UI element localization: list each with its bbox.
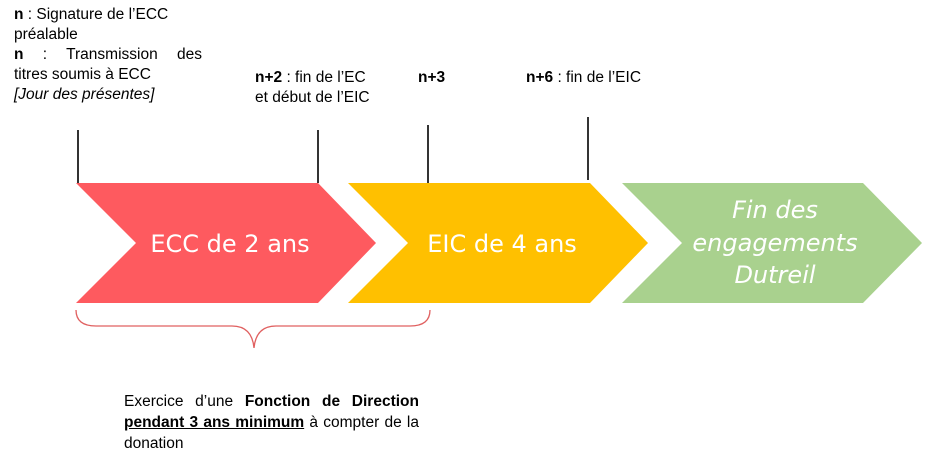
n2-text1: : fin de l’EC xyxy=(282,69,366,86)
ecc-label: ECC de 2 ans xyxy=(150,230,309,258)
n2-bold: n+2 xyxy=(255,69,283,86)
label-n-plus-3: n+3 xyxy=(418,68,445,88)
n3-bold: n+3 xyxy=(418,69,446,86)
n-signature-text: : Signature de l’ECC xyxy=(23,6,169,23)
n2-text2: et début de l’EIC xyxy=(255,89,370,106)
fin-label-line1: Fin des xyxy=(732,196,818,224)
brace-text-underline: pendant 3 ans minimum xyxy=(124,414,305,431)
n-jour-text: [Jour des présentes] xyxy=(14,86,155,103)
brace-text-plain1: Exercice d’une xyxy=(124,393,245,410)
eic-chevron xyxy=(348,183,648,303)
eic-label: EIC de 4 ans xyxy=(427,230,577,258)
fin-label-line2: engagements xyxy=(692,229,857,257)
n-transmission-text: : Transmission des xyxy=(23,46,202,63)
label-n-start: n : Signature de l’ECC préalable n : Tra… xyxy=(14,5,202,105)
n-bold-1: n xyxy=(14,6,24,23)
fin-chevron xyxy=(622,183,922,303)
n-prealable-text: préalable xyxy=(14,26,78,43)
n6-text: : fin de l’EIC xyxy=(553,69,642,86)
n6-bold: n+6 xyxy=(526,69,554,86)
n-bold-2: n xyxy=(14,46,24,63)
label-n-plus-2: n+2 : fin de l’EC et début de l’EIC xyxy=(255,68,415,108)
brace-text-bold: Fonction de Direction xyxy=(244,393,419,410)
ecc-chevron xyxy=(76,183,376,303)
label-n-plus-6: n+6 : fin de l’EIC xyxy=(526,68,706,88)
duration-brace xyxy=(75,309,431,349)
n-titres-text: titres soumis à ECC xyxy=(14,66,151,83)
brace-caption: Exercice d’une Fonction de Direction pen… xyxy=(124,391,419,454)
fin-label-line3: Dutreil xyxy=(734,261,815,289)
brace-text-plain3: à compter de la donation xyxy=(124,414,419,452)
